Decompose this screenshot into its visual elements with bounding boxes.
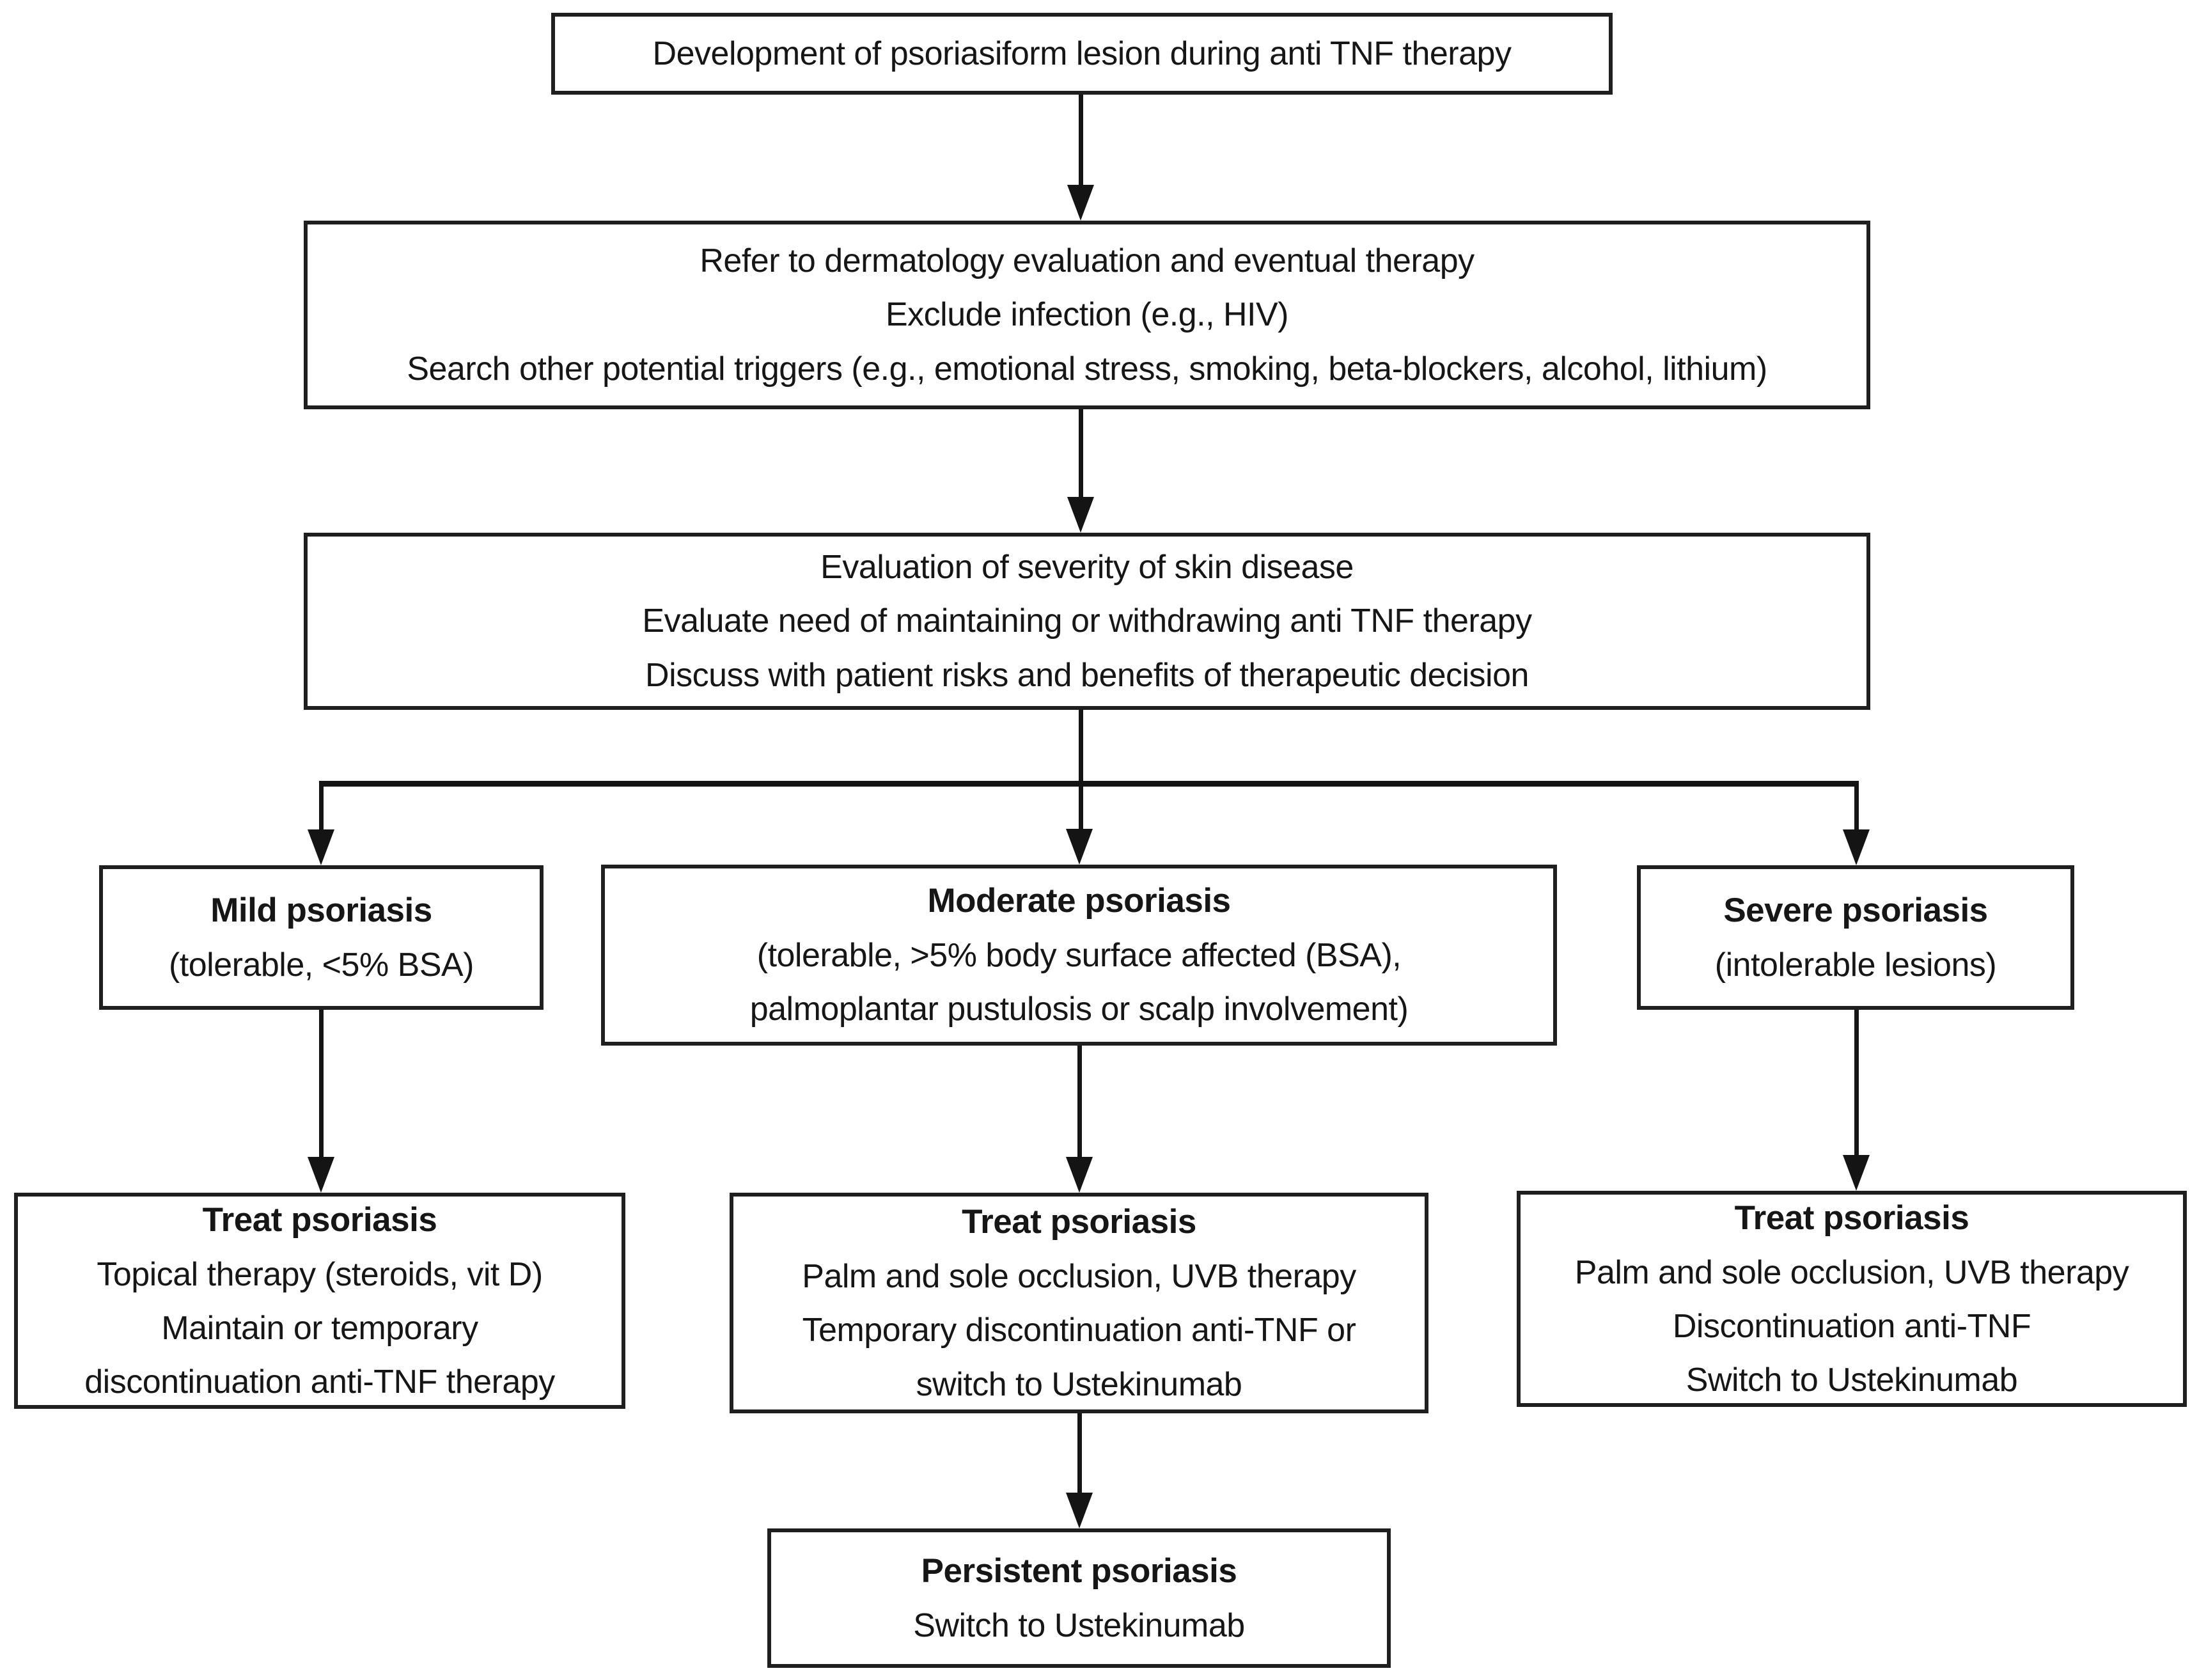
node-treat-moderate-text: Temporary discontinuation anti-TNF or bbox=[802, 1312, 1356, 1349]
node-evaluation-text: Evaluate need of maintaining or withdraw… bbox=[642, 602, 1532, 640]
arrow-branch-to-mild-head bbox=[308, 829, 334, 865]
arrow-mild-to-treat-line bbox=[319, 1010, 324, 1160]
node-treat-moderate-text: Palm and sole occlusion, UVB therapy bbox=[802, 1258, 1356, 1296]
arrow-treat-moderate-to-persistent-line bbox=[1077, 1413, 1082, 1495]
node-treat-mild-title: Treat psoriasis bbox=[202, 1200, 437, 1239]
node-referral: Refer to dermatology evaluation and even… bbox=[304, 221, 1870, 409]
arrow-moderate-to-treat-head bbox=[1066, 1157, 1093, 1193]
node-treat-severe-text: Switch to Ustekinumab bbox=[1686, 1362, 2018, 1399]
node-evaluation-text: Discuss with patient risks and benefits … bbox=[645, 656, 1529, 694]
arrow-evaluation-to-moderate-line bbox=[1079, 710, 1083, 833]
node-persistent-psoriasis-title: Persistent psoriasis bbox=[921, 1551, 1237, 1590]
arrow-referral-to-evaluation-head bbox=[1067, 497, 1094, 533]
node-treat-mild-text: Topical therapy (steroids, vit D) bbox=[97, 1255, 543, 1293]
arrow-branch-to-severe-head bbox=[1843, 829, 1870, 865]
arrow-referral-to-evaluation-line bbox=[1079, 409, 1083, 502]
node-treat-severe: Treat psoriasis Palm and sole occlusion,… bbox=[1517, 1191, 2187, 1407]
arrow-development-to-referral-line bbox=[1079, 95, 1083, 191]
node-mild-psoriasis-title: Mild psoriasis bbox=[210, 891, 432, 929]
node-treat-moderate-title: Treat psoriasis bbox=[962, 1203, 1196, 1241]
node-moderate-psoriasis-title: Moderate psoriasis bbox=[927, 882, 1231, 920]
node-treat-moderate-text: switch to Ustekinumab bbox=[916, 1365, 1242, 1403]
node-treat-severe-title: Treat psoriasis bbox=[1734, 1198, 1969, 1237]
node-mild-psoriasis-text: (tolerable, <5% BSA) bbox=[168, 946, 474, 984]
node-referral-text: Refer to dermatology evaluation and even… bbox=[700, 242, 1475, 280]
arrow-mild-to-treat-head bbox=[308, 1157, 334, 1193]
arrow-treat-moderate-to-persistent-head bbox=[1066, 1493, 1093, 1528]
arrow-development-to-referral-head bbox=[1067, 185, 1094, 221]
node-treat-moderate: Treat psoriasis Palm and sole occlusion,… bbox=[730, 1193, 1428, 1413]
arrow-evaluation-to-moderate-head bbox=[1066, 829, 1093, 865]
arrow-severe-to-treat-head bbox=[1843, 1155, 1870, 1191]
arrow-moderate-to-treat-line bbox=[1077, 1046, 1082, 1161]
branch-connector-horizontal bbox=[319, 781, 1859, 787]
node-referral-text: Search other potential triggers (e.g., e… bbox=[407, 350, 1767, 388]
node-evaluation: Evaluation of severity of skin disease E… bbox=[304, 533, 1870, 710]
node-treat-severe-text: Palm and sole occlusion, UVB therapy bbox=[1574, 1253, 2129, 1291]
node-persistent-psoriasis: Persistent psoriasis Switch to Ustekinum… bbox=[767, 1528, 1391, 1668]
node-treat-mild-text: discontinuation anti-TNF therapy bbox=[84, 1363, 555, 1401]
node-severe-psoriasis-title: Severe psoriasis bbox=[1723, 891, 1988, 929]
node-moderate-psoriasis: Moderate psoriasis (tolerable, >5% body … bbox=[601, 865, 1557, 1046]
arrow-branch-to-severe-line bbox=[1854, 781, 1859, 833]
arrow-severe-to-treat-line bbox=[1854, 1010, 1859, 1158]
arrow-branch-to-mild-line bbox=[319, 781, 324, 833]
node-treat-mild: Treat psoriasis Topical therapy (steroid… bbox=[14, 1193, 625, 1409]
node-persistent-psoriasis-text: Switch to Ustekinumab bbox=[913, 1606, 1245, 1644]
node-treat-severe-text: Discontinuation anti-TNF bbox=[1672, 1307, 2031, 1345]
node-mild-psoriasis: Mild psoriasis (tolerable, <5% BSA) bbox=[99, 865, 544, 1010]
node-development-text: Development of psoriasiform lesion durin… bbox=[652, 35, 1512, 72]
node-treat-mild-text: Maintain or temporary bbox=[161, 1309, 478, 1347]
node-development: Development of psoriasiform lesion durin… bbox=[551, 13, 1613, 95]
node-moderate-psoriasis-text: (tolerable, >5% body surface affected (B… bbox=[756, 937, 1402, 975]
node-severe-psoriasis-text: (intolerable lesions) bbox=[1714, 946, 1997, 984]
node-severe-psoriasis: Severe psoriasis (intolerable lesions) bbox=[1637, 865, 2074, 1010]
node-referral-text: Exclude infection (e.g., HIV) bbox=[885, 296, 1289, 334]
node-evaluation-text: Evaluation of severity of skin disease bbox=[820, 549, 1354, 586]
node-moderate-psoriasis-text: palmoplantar pustulosis or scalp involve… bbox=[749, 991, 1409, 1028]
